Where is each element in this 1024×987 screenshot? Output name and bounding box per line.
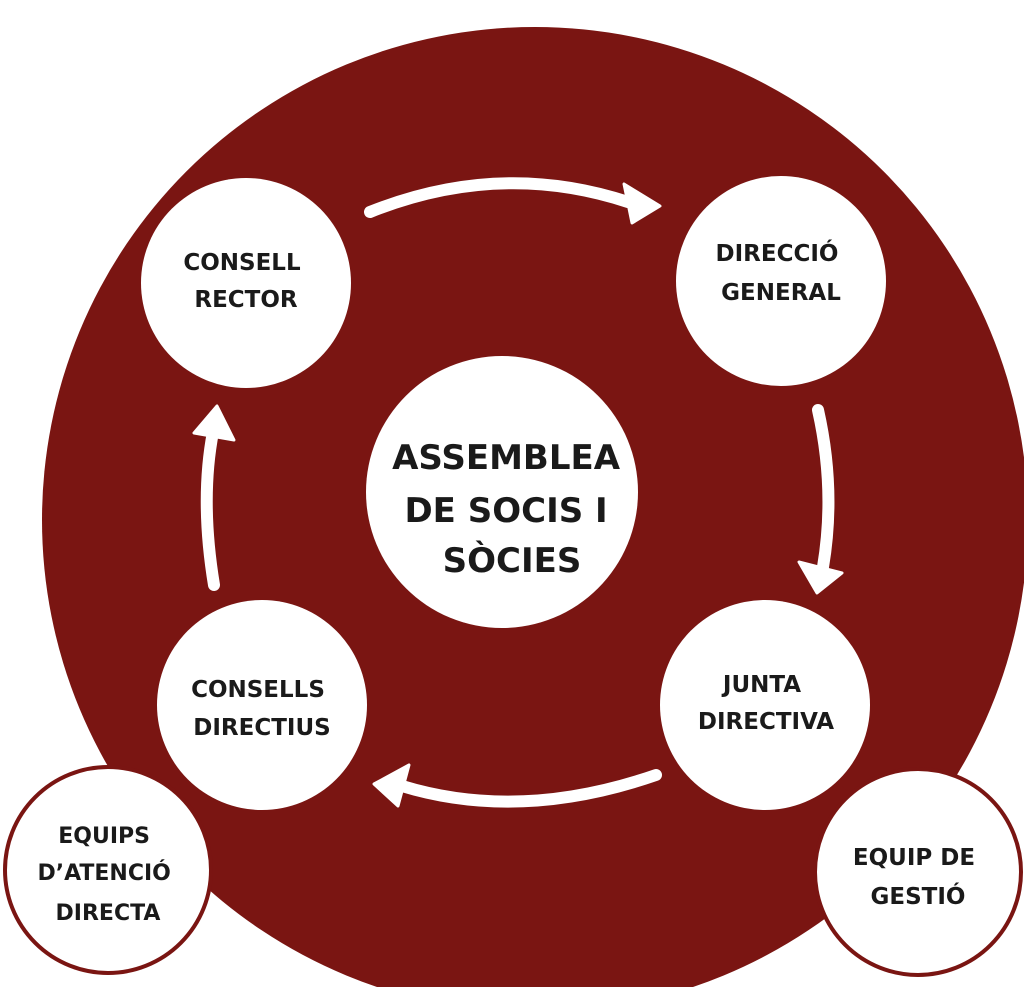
node-assemblea-label: ASSEMBLEA DE SOCIS I SÒCIES [392,438,632,581]
node-assemblea: ASSEMBLEA DE SOCIS I SÒCIES [366,356,638,628]
arrow-junta-to-consells [372,763,662,808]
arrow-direccio-to-junta [797,404,844,595]
arrow-consells-to-consell [192,404,236,591]
node-direccio-general: DIRECCIÓ GENERAL [676,176,886,386]
node-consells-directius: CONSELLS DIRECTIUS [157,600,367,810]
node-equip-gestio-label: EQUIP DE GESTIÓ [853,845,983,910]
node-equips-atencio-directa: EQUIPS D’ATENCIÓ DIRECTA [3,765,213,975]
connector-equips-atencio [174,777,192,794]
node-consell-rector: CONSELL RECTOR [141,178,351,388]
node-consell-rector-label: CONSELL RECTOR [183,250,308,313]
node-junta-directiva: JUNTA DIRECTIVA [660,600,870,810]
node-junta-directiva-label: JUNTA DIRECTIVA [698,672,834,735]
node-consells-directius-label: CONSELLS DIRECTIUS [191,677,333,741]
arrow-consell-to-direccio [364,177,662,225]
node-equips-atencio-directa-label: EQUIPS D’ATENCIÓ DIRECTA [37,824,178,926]
node-direccio-general-label: DIRECCIÓ GENERAL [716,239,847,306]
node-equip-gestio: EQUIP DE GESTIÓ [813,767,1023,977]
